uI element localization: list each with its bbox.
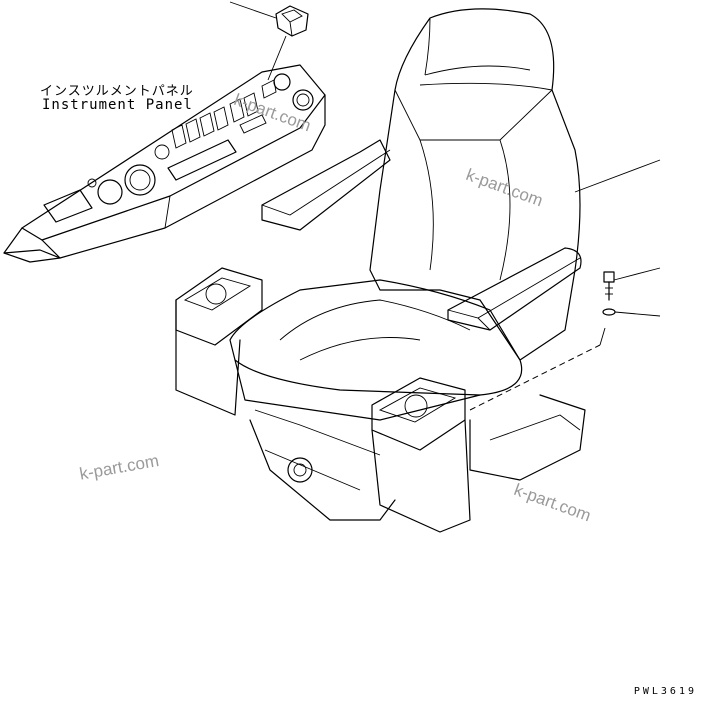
bolt: [603, 271, 615, 301]
switch-cover: [275, 5, 309, 37]
operator-seat: [175, 8, 606, 533]
washer: [602, 308, 616, 316]
instrument-panel: [3, 64, 326, 263]
panel-label-japanese: インスツルメントパネル: [40, 84, 194, 99]
figure-id: PWL3619: [633, 686, 697, 697]
switch-row: [171, 92, 259, 149]
panel-label-english: Instrument Panel: [42, 97, 193, 113]
